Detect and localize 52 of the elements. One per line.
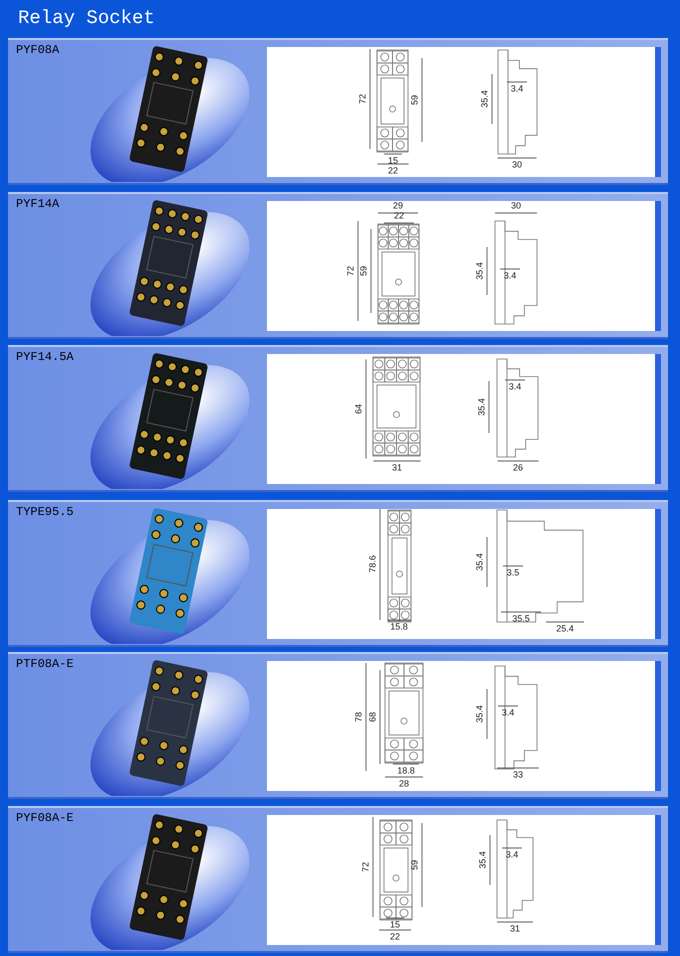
dimension-label: 15 [388,156,398,166]
dimension-label: 15 [390,920,400,930]
dimension-label: 78 [354,712,364,722]
product-panel [8,652,668,799]
dimension-label: 26 [513,464,523,472]
dimension-label: 59 [410,95,420,105]
dimension-label: 35.4 [478,851,488,869]
dimension-label: 22 [390,932,400,942]
dimension-label: 22 [394,212,404,220]
dimension-label: 72 [358,94,368,104]
model-name: PTF08A-E [16,657,74,671]
dimension-label: 35.4 [476,262,484,280]
dimension-label: 72 [346,266,356,276]
model-name: TYPE95.5 [16,505,74,519]
product-panel [8,806,668,953]
product-panel [8,38,668,185]
product-panel [8,345,668,492]
page-title: Relay Socket [18,7,155,29]
dimension-label: 3.4 [510,84,524,94]
dimension-label: 35.4 [480,90,490,108]
dimension-label: 72 [362,862,370,872]
dimension-label: 31 [392,464,402,472]
model-name: PYF14A [16,197,60,211]
product-panel [8,500,668,647]
dimension-label: 3.5 [506,568,520,578]
dimension-label: 59 [360,266,368,276]
model-name: PYF08A-E [16,811,74,825]
product-panel [8,192,668,339]
dimension-label: 3.4 [508,382,522,392]
dimension-label: 28 [399,780,409,788]
dimension-label: 3.4 [502,708,514,718]
dimension-label: 64 [354,404,364,414]
dimension-label: 15.8 [390,622,408,632]
dimension-label: 35.4 [478,398,486,416]
dimension-label: 29 [393,202,403,210]
dimension-label: 35.5 [512,614,530,624]
dimension-label: 30 [511,202,521,210]
dimension-label: 68 [368,712,378,722]
dimension-label: 25.4 [556,624,574,634]
dimension-label: 3.4 [504,272,516,280]
model-name: PYF14.5A [16,350,74,364]
dimension-label: 35.4 [476,705,484,723]
dimension-label: 31 [510,924,520,934]
dimension-label: 22 [388,166,398,176]
dimension-label: 59 [410,860,420,870]
dimension-label: 35.4 [476,553,484,571]
dimension-label: 33 [513,770,523,780]
dimension-label: 78.6 [368,555,378,573]
dimension-label: 3.4 [506,850,518,860]
dimension-label: 18.8 [397,766,415,776]
dimension-label: 30 [512,160,522,170]
model-name: PYF08A [16,43,60,57]
